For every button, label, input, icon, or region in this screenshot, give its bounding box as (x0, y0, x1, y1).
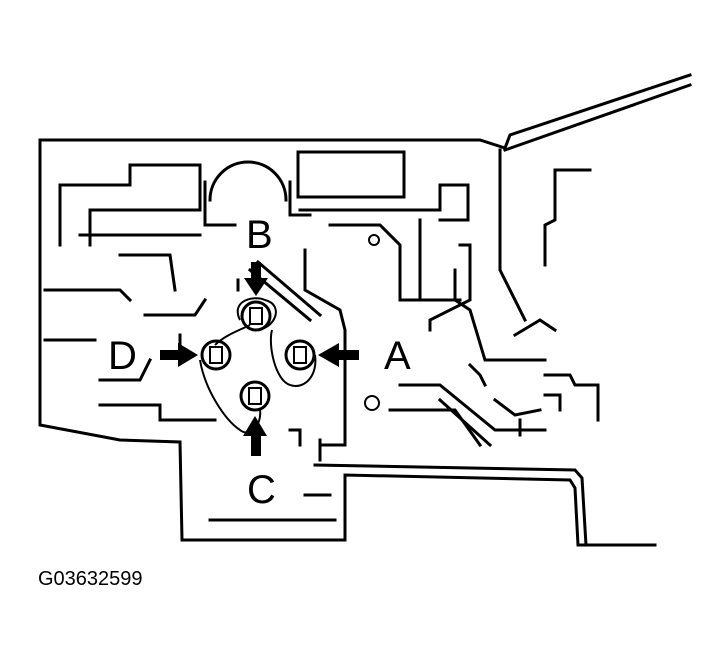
label-c: C (247, 468, 276, 512)
valve-body-upper (58, 150, 470, 411)
label-d: D (108, 334, 137, 378)
arrow-d (160, 343, 198, 367)
valve-body-center (208, 248, 347, 522)
valve-d (200, 339, 232, 371)
valve-body-outline (38, 73, 692, 547)
valve-body-left (43, 233, 217, 422)
arrow-c (243, 416, 267, 456)
valve-c (239, 380, 271, 412)
valve-b (240, 300, 272, 332)
label-a: A (384, 334, 411, 378)
valve-a (284, 339, 316, 371)
valve-body-right (388, 168, 600, 448)
arrow-a (318, 343, 359, 367)
arrow-b (244, 262, 268, 296)
label-b: B (246, 213, 273, 257)
figure-id: G03632599 (38, 568, 143, 590)
valve-tubes (199, 297, 317, 434)
